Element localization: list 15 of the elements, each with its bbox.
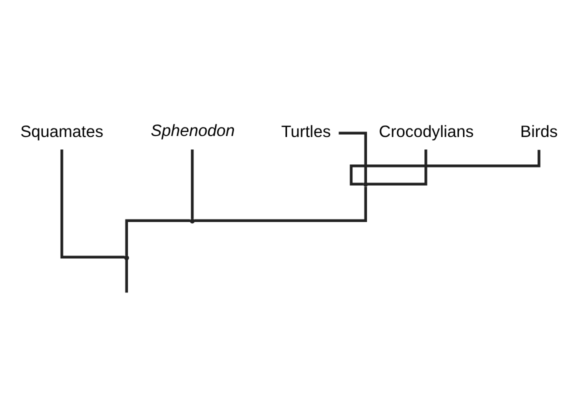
node-text: Sphenodon [150,122,235,140]
node-text: Turtles [281,122,331,141]
connector [338,131,367,182]
connector [125,218,190,256]
connector [125,259,128,292]
connector [194,186,367,222]
connector [60,149,125,258]
node-point [124,254,130,260]
node-text: Birds [520,122,558,141]
connector [190,149,194,218]
connector [368,149,428,186]
node-point [363,181,368,186]
node-text: Squamates [20,122,104,141]
node-point [190,218,195,224]
node-text: Crocodylians [378,122,474,141]
